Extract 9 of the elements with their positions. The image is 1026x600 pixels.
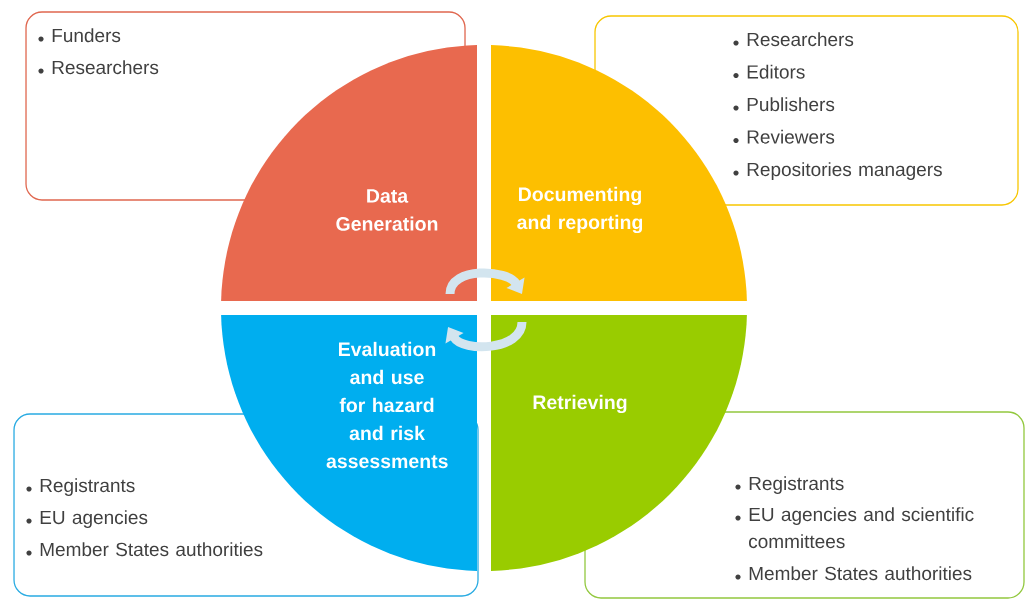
cycle-arrow <box>445 268 525 295</box>
list-item: Researchers <box>733 32 854 47</box>
list-item: EU agencies <box>26 510 148 528</box>
quadrant: Data Generation <box>221 45 477 301</box>
list-item: Researchers <box>38 60 159 75</box>
quadrant: Retrieving <box>491 315 747 571</box>
list-item: Funders <box>38 28 121 43</box>
quadrant: Documenting and reporting <box>491 45 747 301</box>
list-item: Registrants <box>26 478 135 496</box>
